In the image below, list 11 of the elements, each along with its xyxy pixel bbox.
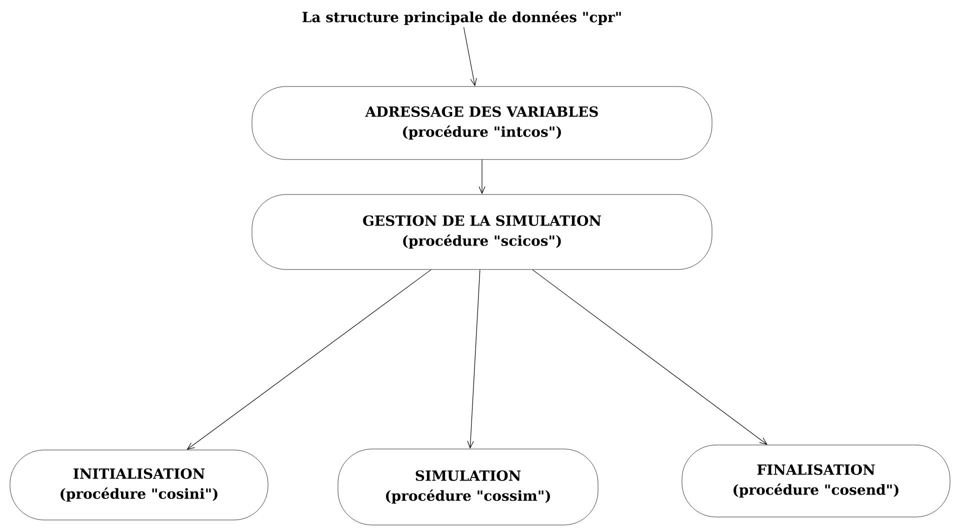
process-box: SIMULATION (procédure "cossim")	[338, 448, 598, 526]
arrow	[478, 159, 486, 194]
process-box: FINALISATION (procédure "cosend")	[682, 444, 950, 518]
title-text: La structure principale de données "cpr"	[302, 10, 621, 26]
arrow	[463, 26, 477, 86]
arrow	[186, 269, 432, 450]
process-box: ADRESSAGE DES VARIABLES (procédure "intcos")	[252, 86, 712, 160]
arrow	[532, 269, 768, 445]
arrow	[467, 269, 480, 449]
process-box: INITIALISATION (procédure "cosini")	[10, 450, 268, 520]
process-box: GESTION DE LA SIMULATION (procédure "scicos")	[252, 194, 712, 270]
